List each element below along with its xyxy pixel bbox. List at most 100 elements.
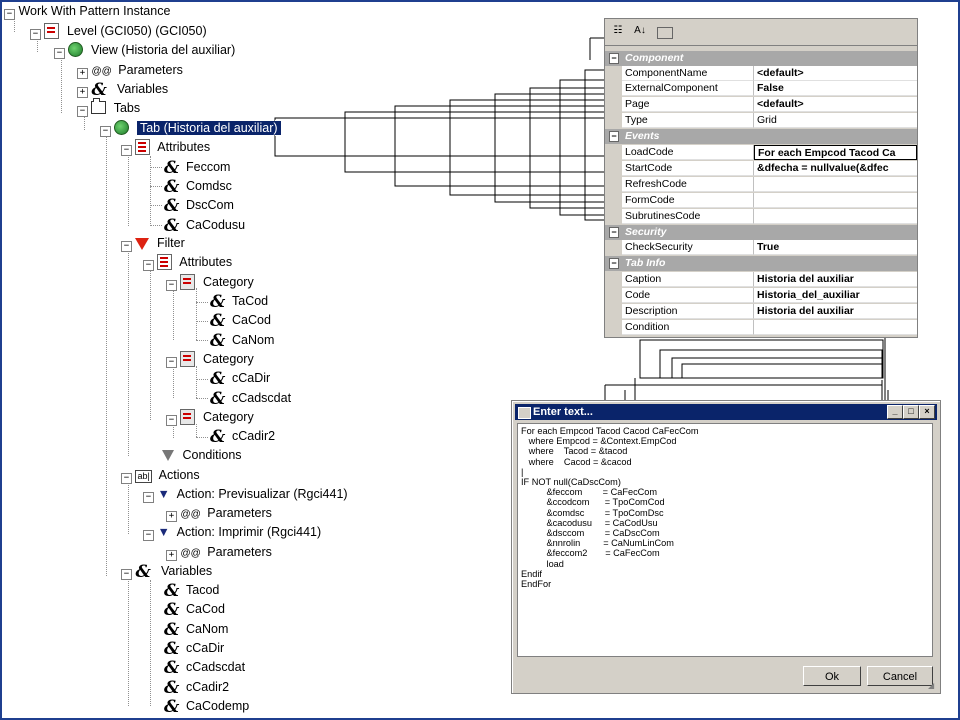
property-value[interactable]: &dfecha = nullvalue(&dfec <box>754 161 917 176</box>
tree-attr-item[interactable]: &Feccom <box>164 158 230 176</box>
tree-node-tab-variables[interactable]: − & Variables <box>121 562 212 580</box>
code-textarea[interactable]: For each Empcod Tacod Cacod CaFecCom whe… <box>517 423 933 657</box>
ampersand-icon: & <box>91 79 107 100</box>
property-value[interactable]: Historia del auxiliar <box>754 304 917 319</box>
category-tabinfo[interactable]: −Tab Info <box>605 256 917 271</box>
categorized-icon[interactable]: ☷ <box>613 25 623 36</box>
tree-attr-item[interactable]: &cCadscdat <box>210 389 291 407</box>
tree-attr-item[interactable]: &TaCod <box>210 292 268 310</box>
property-value[interactable] <box>754 177 917 192</box>
property-row[interactable]: StartCode&dfecha = nullvalue(&dfec <box>605 161 917 176</box>
tree-node-action-parameters[interactable]: + @@ Parameters <box>166 543 272 561</box>
tree-node-parameters[interactable]: + @@ Parameters <box>77 61 183 79</box>
category-events[interactable]: −Events <box>605 129 917 144</box>
cancel-button[interactable]: Cancel <box>867 666 933 686</box>
close-button[interactable]: × <box>919 405 935 419</box>
property-name: StartCode <box>622 161 754 176</box>
tree-node-filter-attributes[interactable]: − Attributes <box>143 253 232 271</box>
property-row[interactable]: FormCode <box>605 193 917 208</box>
tree-var-item[interactable]: &cCaDir <box>164 639 224 657</box>
tree-var-item[interactable]: &CaCod <box>164 600 225 618</box>
tree-attr-label: Feccom <box>186 160 231 174</box>
tree-node-tabs[interactable]: − Tabs <box>77 98 140 117</box>
property-value[interactable]: Historia_del_auxiliar <box>754 288 917 303</box>
property-name: CheckSecurity <box>622 240 754 255</box>
property-pages-icon[interactable] <box>657 27 673 39</box>
property-value[interactable]: True <box>754 240 917 255</box>
property-name: Condition <box>622 320 754 335</box>
tree-node-actions[interactable]: − ab| Actions <box>121 466 200 484</box>
tree-node-category[interactable]: − Category <box>166 350 254 368</box>
tree-node-attributes[interactable]: − Attributes <box>121 138 210 156</box>
tree-attr-item[interactable]: &cCadir2 <box>210 427 275 445</box>
tree-node-parameters-label: Parameters <box>207 545 272 559</box>
property-value[interactable] <box>754 320 917 335</box>
property-value[interactable]: <default> <box>754 66 917 81</box>
category-security[interactable]: −Security <box>605 225 917 240</box>
category-component[interactable]: −Component <box>605 51 917 66</box>
property-name: ComponentName <box>622 66 754 81</box>
tree-attr-item[interactable]: &DscCom <box>164 196 234 214</box>
conditions-icon <box>162 450 174 462</box>
resize-grip-icon[interactable]: ◢ <box>928 681 935 690</box>
tree-var-item[interactable]: &cCadscdat <box>164 658 245 676</box>
maximize-button[interactable]: □ <box>903 405 919 419</box>
tree-node-filter[interactable]: − Filter <box>121 234 185 252</box>
tree-node-tab[interactable]: − Tab (Historia del auxiliar) <box>100 119 282 137</box>
property-row[interactable]: ComponentName<default> <box>605 66 917 81</box>
tree-node-attributes-label: Attributes <box>157 140 211 154</box>
filter-icon <box>135 237 150 250</box>
property-row[interactable]: RefreshCode <box>605 177 917 192</box>
dialog-titlebar[interactable]: Enter text... _ □ × <box>515 404 937 420</box>
property-value[interactable]: Historia del auxiliar <box>754 272 917 287</box>
property-value[interactable]: False <box>754 81 917 96</box>
tree-node-action[interactable]: − ▼ Action: Imprimir (Rgci441) <box>143 523 321 541</box>
property-row[interactable]: Condition <box>605 320 917 335</box>
property-value[interactable]: <default> <box>754 97 917 112</box>
tree-var-label: cCadir2 <box>186 680 230 694</box>
ampersand-icon: & <box>164 599 180 620</box>
minimize-button[interactable]: _ <box>887 405 903 419</box>
ampersand-icon: & <box>210 310 226 331</box>
tree-node-category-label: Category <box>202 352 254 366</box>
tree-var-item[interactable]: &Tacod <box>164 581 219 599</box>
tree-var-item[interactable]: &CaCodemp <box>164 697 249 715</box>
tree-node-tab-label: Tab (Historia del auxiliar) <box>135 120 282 136</box>
tree-var-item[interactable]: &cCadir2 <box>164 678 229 696</box>
tree-attr-item[interactable]: &CaNom <box>210 331 274 349</box>
tree-node-view[interactable]: − View (Historia del auxiliar) <box>54 41 235 59</box>
ok-button[interactable]: Ok <box>803 666 861 686</box>
tree-node-action-parameters[interactable]: + @@ Parameters <box>166 504 272 522</box>
tree-node-action-label: Action: Previsualizar (Rgci441) <box>176 487 348 501</box>
tree-attr-item[interactable]: &CaCod <box>210 311 271 329</box>
pattern-tree: − Work With Pattern Instance − Level (GC… <box>4 2 348 715</box>
property-row[interactable]: SubrutinesCode <box>605 209 917 224</box>
tree-var-item[interactable]: &CaNom <box>164 620 228 638</box>
tree-node-variables-label: Variables <box>116 82 169 96</box>
tree-root[interactable]: − Work With Pattern Instance <box>4 2 170 20</box>
tree-node-category[interactable]: − Category <box>166 273 254 291</box>
property-value[interactable] <box>754 193 917 208</box>
property-value[interactable]: For each Empcod Tacod Ca <box>754 145 917 160</box>
tree-node-action[interactable]: − ▼ Action: Previsualizar (Rgci441) <box>143 485 348 503</box>
tree-attr-item[interactable]: &Comdsc <box>164 177 232 195</box>
globe-icon <box>68 42 84 58</box>
tree-attr-item[interactable]: &cCaDir <box>210 369 270 387</box>
sort-alpha-icon[interactable]: A↓ <box>634 25 646 36</box>
property-value[interactable] <box>754 209 917 224</box>
tree-node-level[interactable]: − Level (GCI050) (GCI050) <box>30 22 207 40</box>
property-row[interactable]: Page<default> <box>605 97 917 112</box>
property-value[interactable]: Grid <box>754 113 917 128</box>
tree-node-category[interactable]: − Category <box>166 408 254 426</box>
tree-node-variables[interactable]: + & Variables <box>77 80 168 98</box>
tree-node-conditions[interactable]: Conditions <box>162 446 242 464</box>
tree-attr-item[interactable]: &CaCodusu <box>164 216 245 234</box>
